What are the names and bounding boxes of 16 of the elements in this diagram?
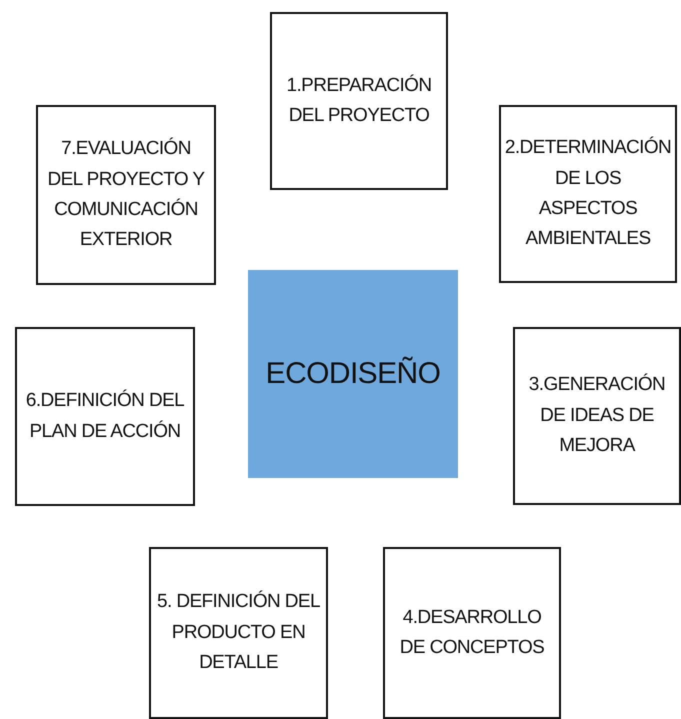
step-box: [15, 327, 195, 506]
step-label: 1.PREPARACIÓN DEL PROYECTO: [286, 74, 432, 128]
step-label: 7.EVALUACIÓN DEL PROYECTO Y COMUNICACIÓN EXTERIOR: [46, 136, 206, 252]
step-box: [36, 105, 216, 285]
step-label: 5. DEFINICIÓN DEL PRODUCTO EN DETALLE: [157, 590, 320, 676]
step-box: [383, 547, 561, 719]
step-label: 2.DETERMINACIÓN DE LOS ASPECTOS AMBIENTALES: [504, 136, 672, 252]
step-box: [513, 327, 681, 505]
step-box: [499, 105, 677, 283]
central-title: ECODISEÑO: [266, 356, 440, 392]
step-label: 4.DESARROLLO DE CONCEPTOS: [398, 606, 546, 660]
step-box: [149, 547, 328, 719]
step-box: [270, 12, 448, 190]
step-label: 3.GENERACIÓN DE IDEAS DE MEJORA: [528, 372, 666, 458]
step-label: 6.DEFINICIÓN DEL PLAN DE ACCIÓN: [24, 388, 186, 444]
central-box: [248, 270, 458, 478]
